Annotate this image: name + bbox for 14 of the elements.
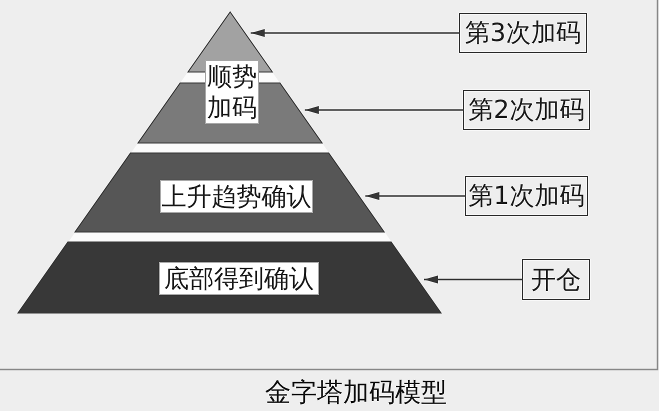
arrow [250, 29, 459, 37]
pyramid-layer [18, 242, 442, 313]
annotation-label: 第1次加码 [465, 176, 588, 216]
annotation-label: 第2次加码 [463, 90, 590, 130]
pyramid-layer [75, 153, 385, 232]
arrow [424, 276, 522, 284]
layer-label: 顺势加码 [205, 60, 259, 124]
figure-caption: 金字塔加码模型 [265, 378, 447, 408]
layer-label: 底部得到确认 [158, 262, 319, 295]
arrow [304, 106, 463, 114]
layer-label: 上升趋势确认 [160, 180, 313, 213]
arrow [365, 192, 465, 200]
annotation-label: 第3次加码 [459, 13, 587, 53]
annotation-label: 开仓 [522, 259, 590, 300]
